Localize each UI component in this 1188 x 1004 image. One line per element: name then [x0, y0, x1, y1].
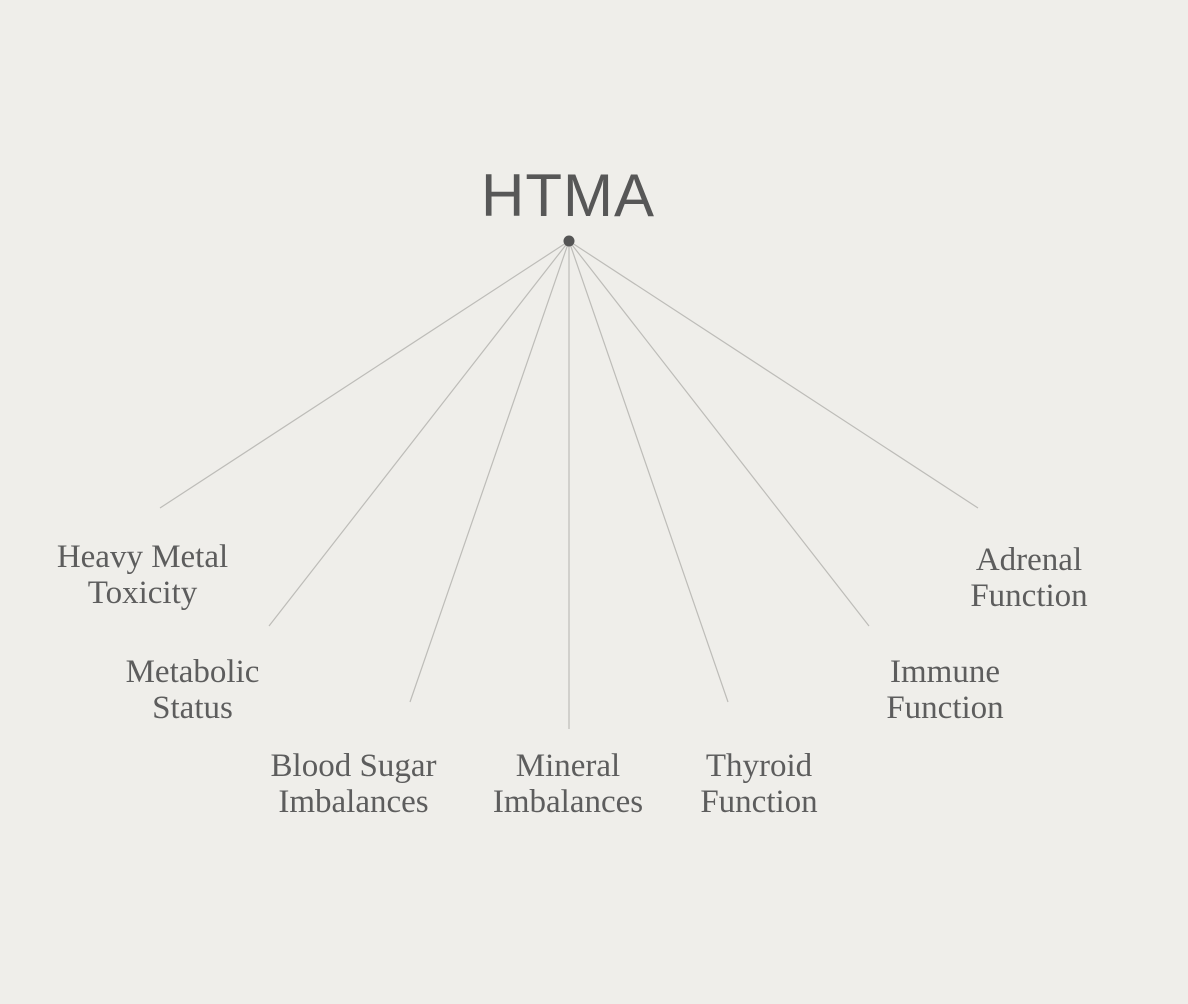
node-label-line: Imbalances	[492, 784, 644, 820]
node-label-line: Blood Sugar	[270, 748, 437, 784]
connector-blood-sugar-imbalances	[409, 240, 570, 703]
node-label-line: Metabolic	[125, 654, 260, 690]
node-label-line: Function	[886, 690, 1004, 726]
node-adrenal-function: Adrenal Function	[954, 542, 1104, 614]
node-label-line: Immune	[890, 654, 1000, 690]
node-heavy-metal-toxicity: Heavy Metal Toxicity	[40, 539, 245, 611]
node-label-line: Thyroid	[705, 748, 813, 784]
connector-adrenal-function	[568, 240, 979, 509]
connector-heavy-metal-toxicity	[159, 240, 570, 509]
hub-dot	[563, 235, 575, 247]
node-label-line: Toxicity	[87, 575, 198, 611]
node-label-line: Imbalances	[278, 784, 429, 820]
node-blood-sugar-imbalances: Blood Sugar Imbalances	[256, 748, 451, 820]
node-label-line: Heavy Metal	[56, 539, 229, 575]
node-immune-function: Immune Function	[870, 654, 1020, 726]
connector-immune-function	[568, 240, 870, 627]
node-thyroid-function: Thyroid Function	[684, 748, 834, 820]
node-label-line: Function	[970, 578, 1088, 614]
node-label-line: Adrenal	[975, 542, 1083, 578]
connector-metabolic-status	[268, 240, 570, 627]
node-label-line: Mineral	[515, 748, 621, 784]
node-metabolic-status: Metabolic Status	[110, 654, 275, 726]
node-label-line: Function	[700, 784, 818, 820]
node-mineral-imbalances: Mineral Imbalances	[478, 748, 658, 820]
root-title: HTMA	[481, 162, 655, 229]
node-label-line: Status	[152, 690, 233, 726]
connector-thyroid-function	[568, 240, 729, 703]
